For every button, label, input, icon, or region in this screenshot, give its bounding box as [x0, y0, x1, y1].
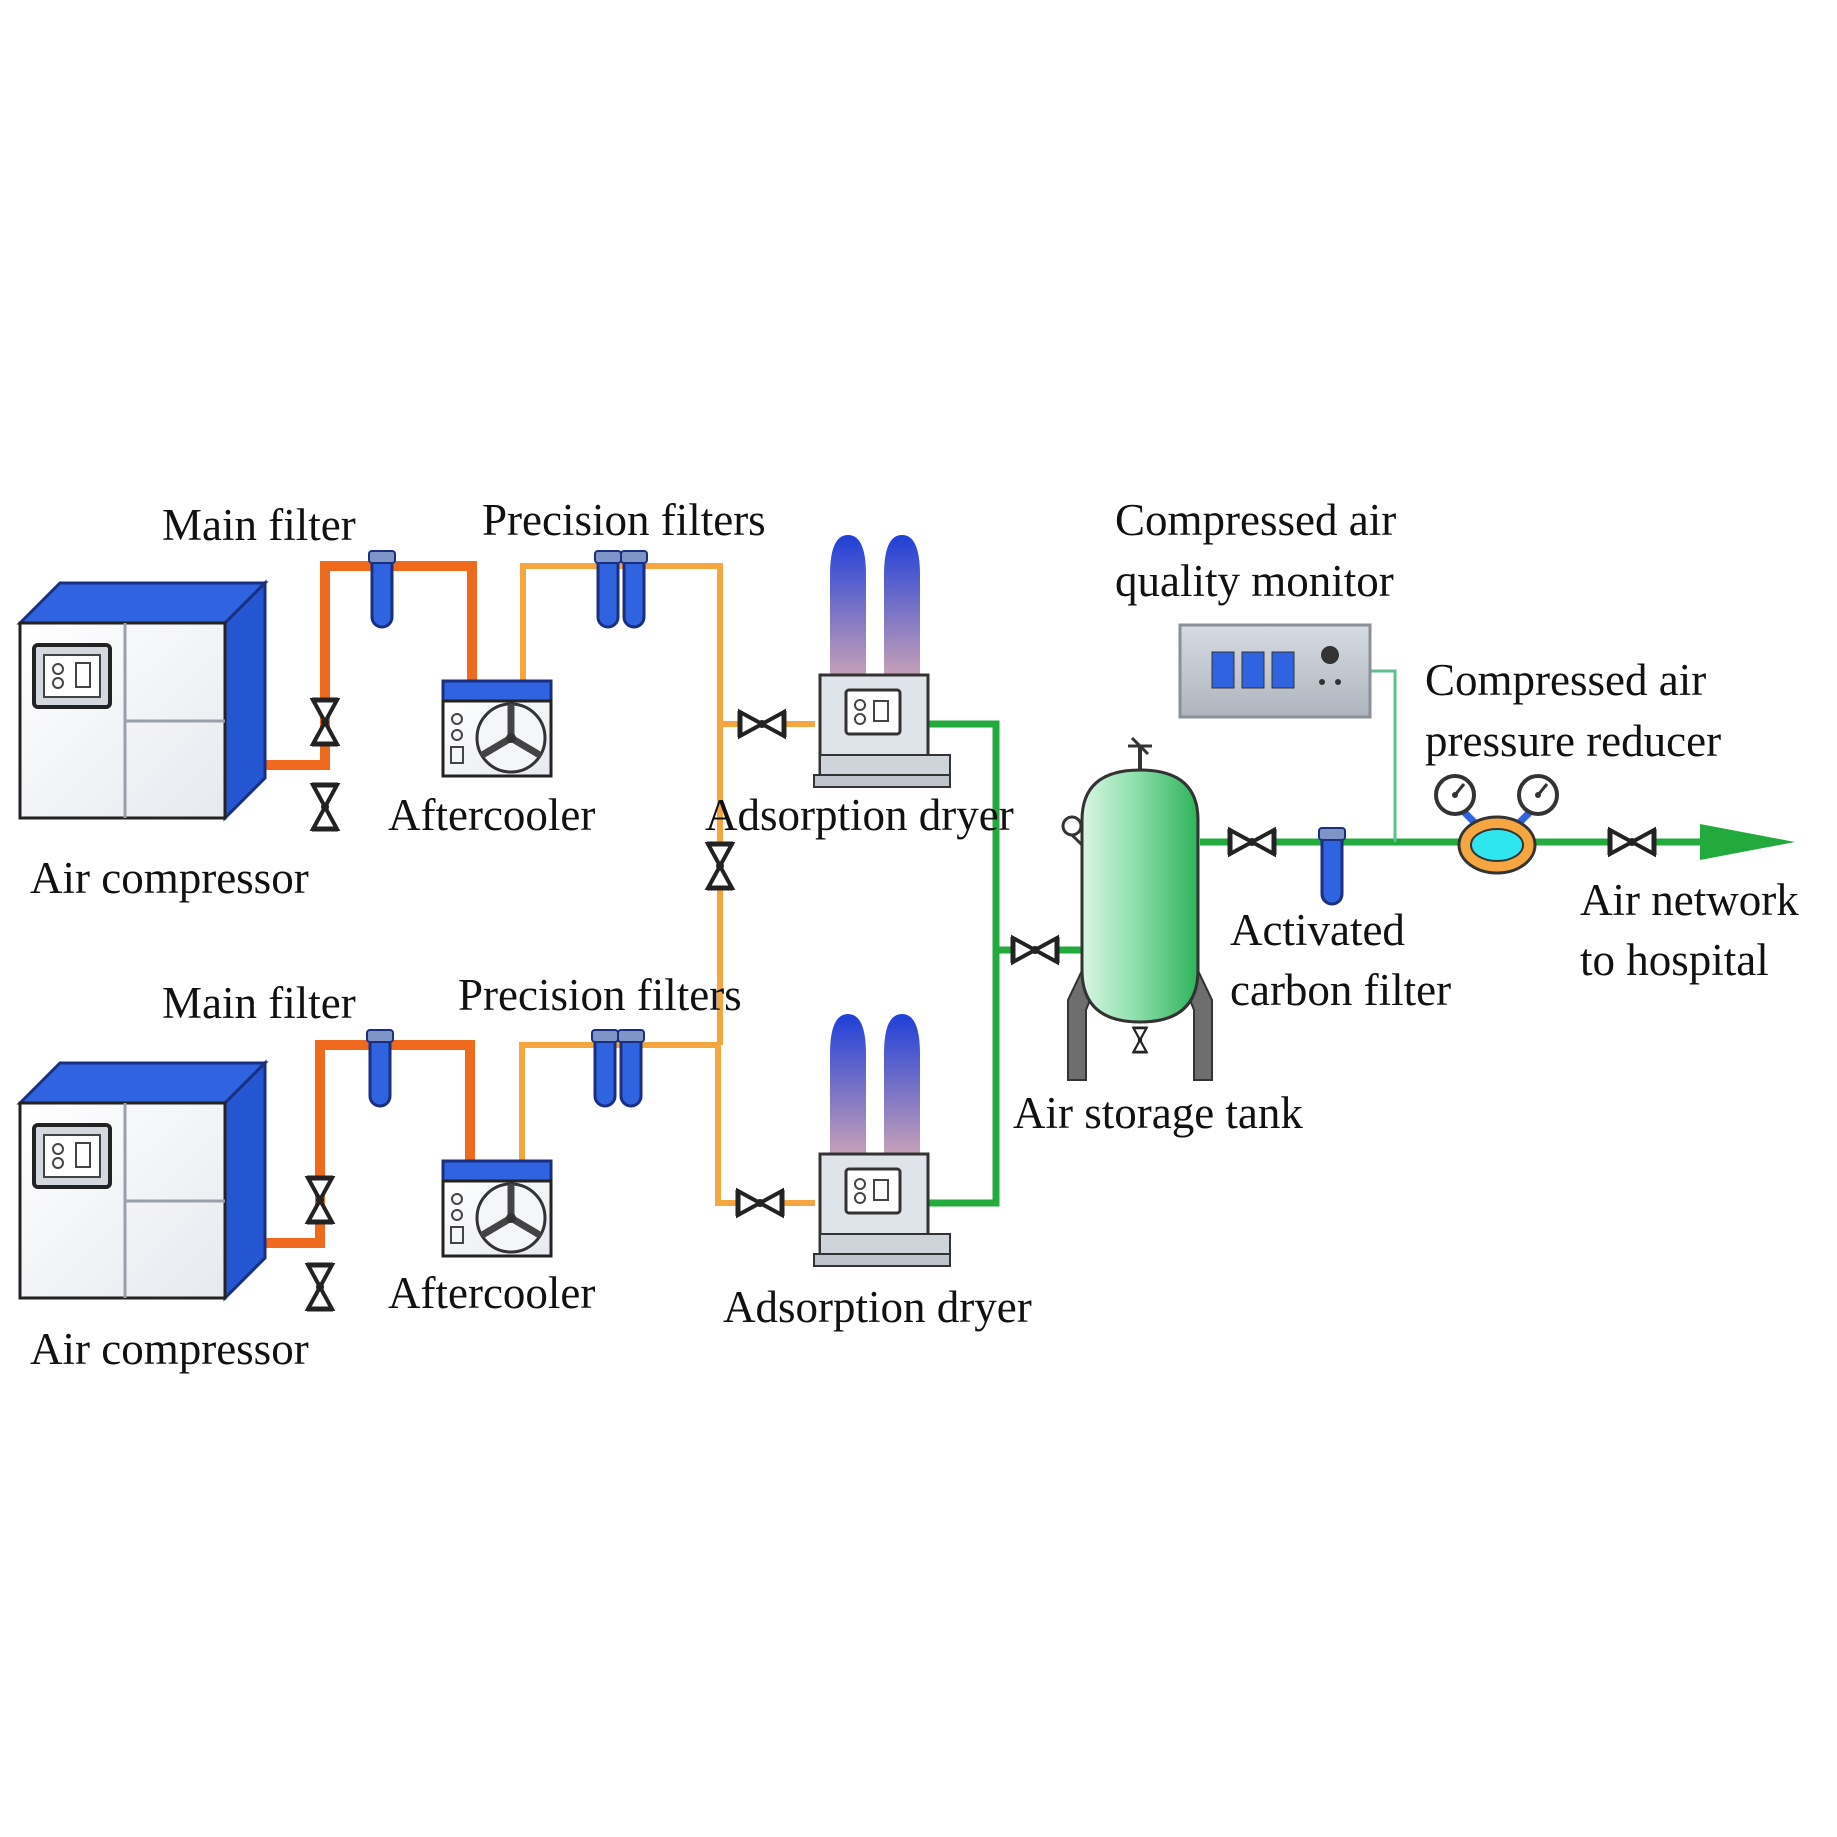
- activated-carbon-filter: [1317, 826, 1347, 906]
- gate-valve-icon: [740, 711, 784, 737]
- carbon-filter-label-line1: Activated: [1230, 905, 1405, 955]
- gate-valve-icon: [307, 1265, 333, 1309]
- precision-filters-label-upper: Precision filters: [482, 495, 766, 545]
- air-compressor-lower: [18, 1061, 267, 1300]
- gate-valve-icon: [1610, 829, 1654, 855]
- pressure-gauge-icon: [1517, 774, 1559, 816]
- gate-valve-icon: [1013, 937, 1057, 963]
- pressure-reducer-label-line1: Compressed air: [1425, 655, 1706, 705]
- pipe-compressor-to-main-filter-lower: [250, 1040, 475, 1248]
- air-network-label-line1: Air network: [1580, 875, 1799, 925]
- main-filter-label-lower: Main filter: [162, 978, 356, 1028]
- aftercooler-lower: [443, 1161, 551, 1256]
- adsorption-dryer-label-lower: Adsorption dryer: [723, 1282, 1032, 1332]
- gate-valve-icon: [307, 1178, 333, 1222]
- aftercooler-upper: [443, 681, 551, 776]
- pipe-dryer-upper-to-tank: [925, 720, 1000, 1207]
- compressed-air-quality-monitor: [1178, 623, 1372, 719]
- gate-valve-icon: [312, 700, 338, 744]
- air-compressor-label-lower: Air compressor: [30, 1324, 309, 1374]
- pipe-aftercooler-to-precision-upper: [520, 563, 815, 727]
- air-compressor-label-upper: Air compressor: [30, 853, 309, 903]
- air-network-label-line2: to hospital: [1580, 935, 1769, 985]
- air-compressor-upper: [18, 581, 267, 820]
- quality-monitor-label-line1: Compressed air: [1115, 495, 1396, 545]
- pipe-compressor-to-main-filter-upper: [250, 561, 477, 770]
- adsorption-dryer-lower: [812, 1012, 952, 1268]
- main-filter-upper: [367, 549, 397, 629]
- air-storage-tank-label: Air storage tank: [1013, 1088, 1303, 1138]
- aftercooler-label-lower: Aftercooler: [388, 1268, 595, 1318]
- air-storage-tank: [1061, 736, 1213, 1081]
- gate-valve-icon: [1230, 829, 1274, 855]
- quality-monitor-label-line2: quality monitor: [1115, 556, 1394, 606]
- compressed-air-pressure-reducer: [1434, 774, 1559, 875]
- gate-valve-icon: [738, 1190, 782, 1216]
- precision-filters-lower: [590, 1028, 646, 1108]
- main-filter-lower: [365, 1028, 395, 1108]
- precision-filters-upper: [593, 549, 649, 629]
- main-filter-label-upper: Main filter: [162, 500, 356, 550]
- pressure-gauge-icon: [1434, 774, 1476, 816]
- carbon-filter-label-line2: carbon filter: [1230, 965, 1451, 1015]
- adsorption-dryer-label-upper: Adsorption dryer: [705, 790, 1014, 840]
- gate-valve-icon: [707, 844, 733, 888]
- flow-arrow-icon: [1700, 824, 1795, 860]
- aftercooler-label-upper: Aftercooler: [388, 790, 595, 840]
- precision-filters-label-lower: Precision filters: [458, 970, 742, 1020]
- pipe-aftercooler-to-precision-lower: [519, 1042, 815, 1206]
- monitor-sampling-line: [1370, 669, 1397, 842]
- gate-valve-icon: [312, 785, 338, 829]
- adsorption-dryer-upper: [812, 533, 952, 789]
- pressure-reducer-label-line2: pressure reducer: [1425, 716, 1721, 766]
- pressure-gauge-icon: [1061, 815, 1083, 837]
